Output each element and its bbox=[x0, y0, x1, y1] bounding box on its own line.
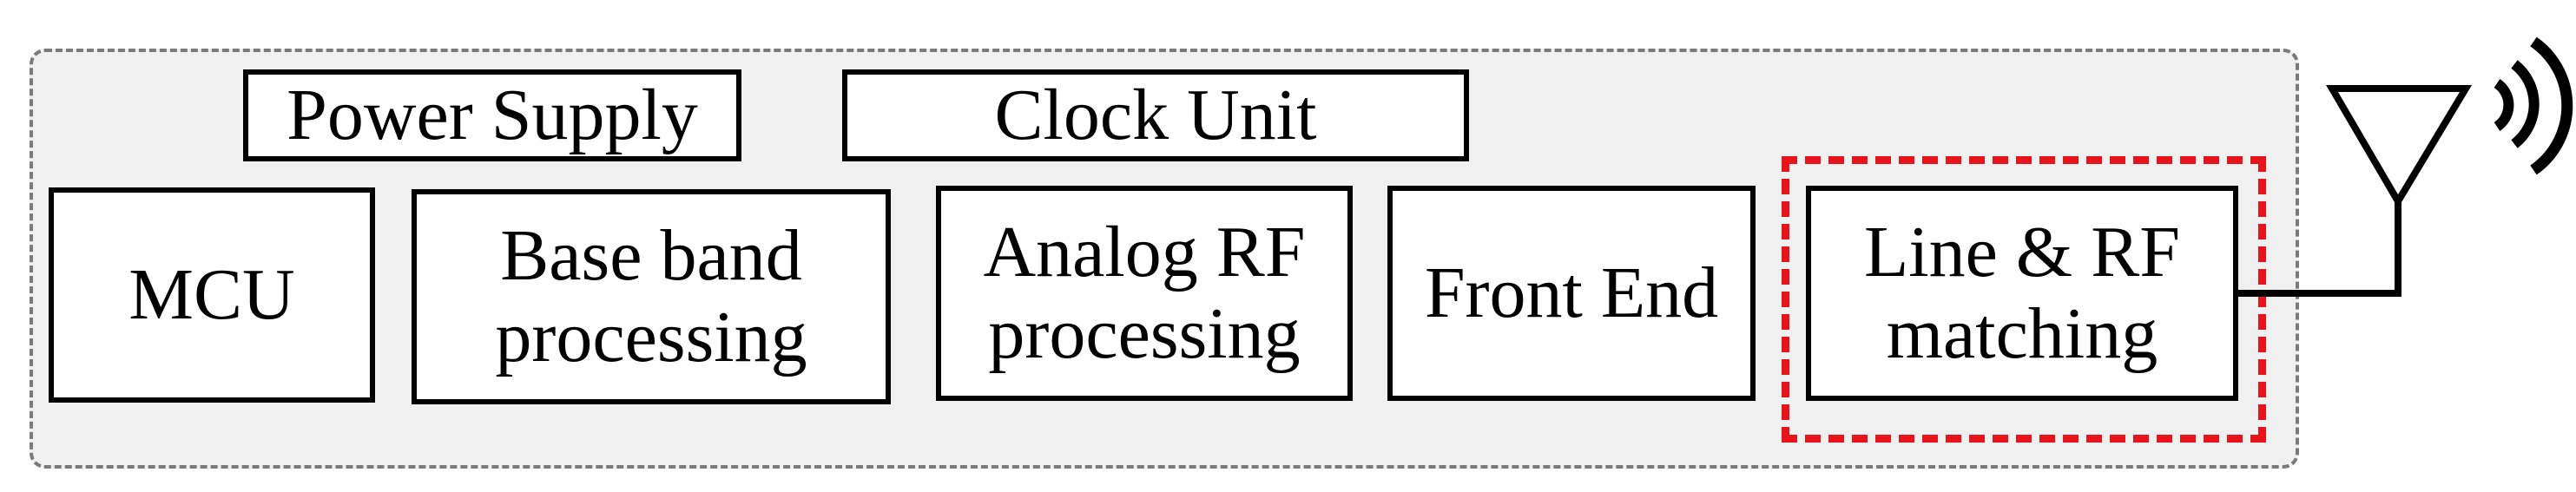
front-end-block: Front End bbox=[1387, 186, 1756, 401]
base-band-label: Base band processing bbox=[495, 214, 807, 377]
mcu-block: MCU bbox=[49, 187, 375, 403]
analog-rf-label: Analog RF processing bbox=[983, 211, 1306, 374]
base-band-block: Base band processing bbox=[412, 189, 891, 404]
power-supply-label: Power Supply bbox=[287, 74, 698, 155]
radio-waves-icon bbox=[2494, 36, 2573, 175]
antenna-feed-line bbox=[2238, 201, 2401, 297]
matching-highlight-box bbox=[1782, 156, 2266, 443]
front-end-label: Front End bbox=[1424, 252, 1719, 333]
clock-unit-label: Clock Unit bbox=[994, 74, 1317, 155]
line-rf-matching-block: Line & RF matching bbox=[1806, 186, 2238, 401]
line-rf-matching-label: Line & RF matching bbox=[1863, 211, 2180, 374]
antenna-icon bbox=[2326, 85, 2473, 208]
mcu-label: MCU bbox=[128, 253, 295, 335]
power-supply-block: Power Supply bbox=[243, 69, 741, 161]
clock-unit-block: Clock Unit bbox=[842, 69, 1469, 161]
analog-rf-block: Analog RF processing bbox=[936, 186, 1353, 401]
